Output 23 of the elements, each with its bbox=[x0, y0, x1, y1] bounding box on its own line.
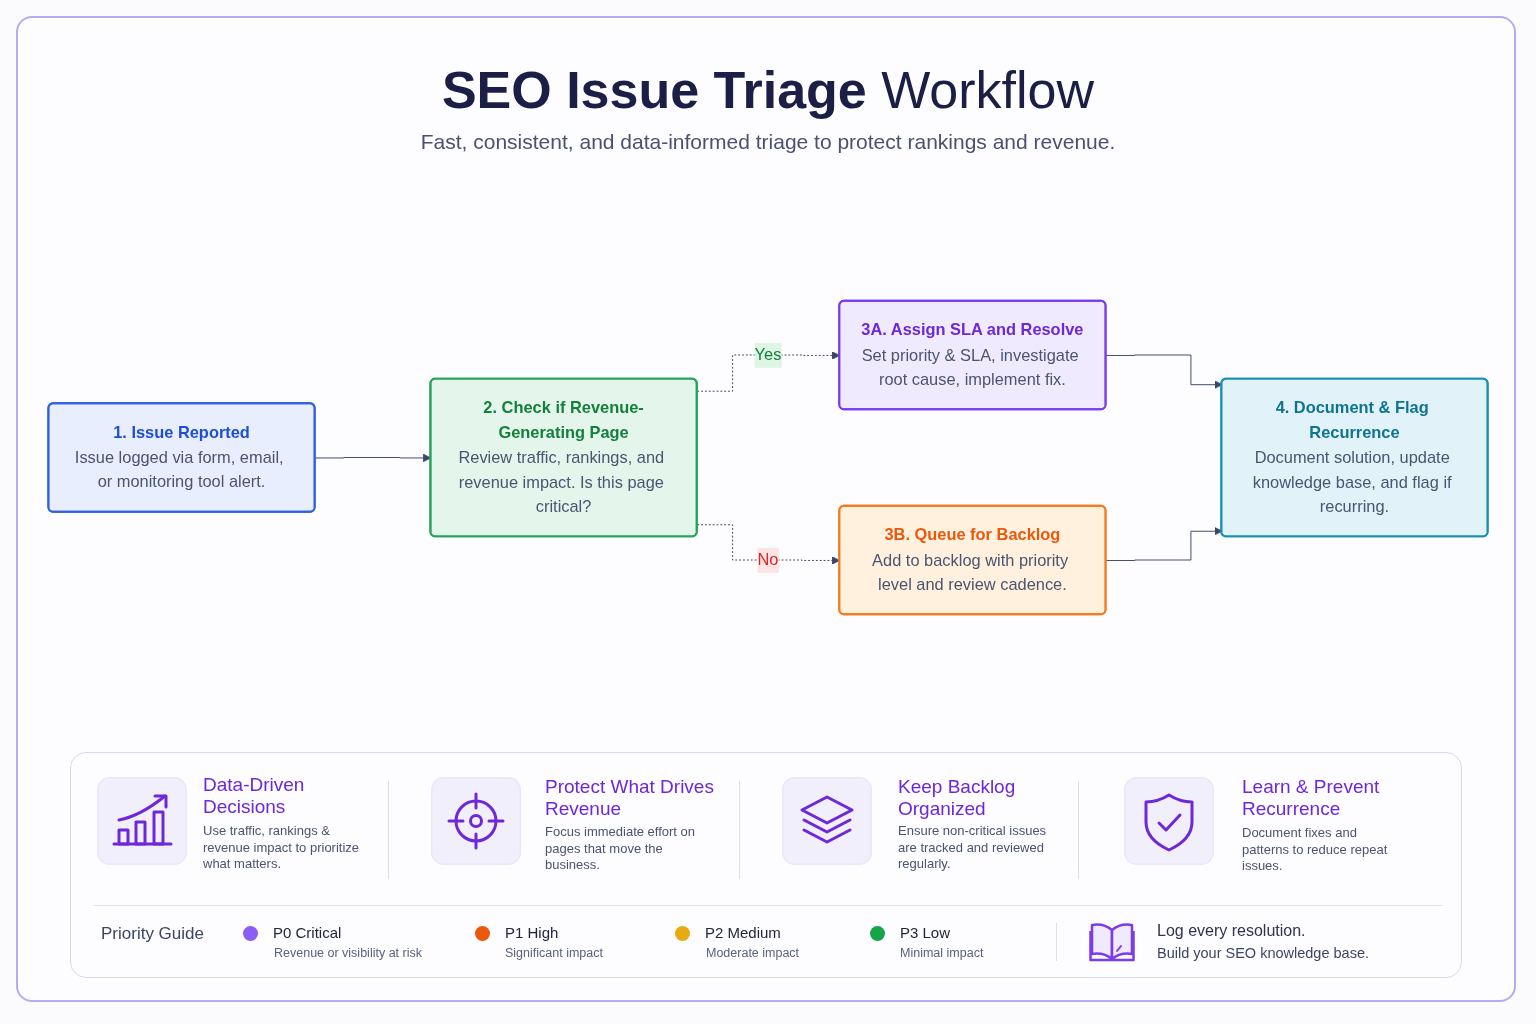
priority-guide-heading: Priority Guide bbox=[101, 923, 205, 945]
card-heading: Protect What Drives Revenue bbox=[545, 776, 715, 820]
edge-label: No bbox=[757, 550, 779, 569]
legend-description: Moderate impact bbox=[706, 945, 800, 961]
edge-label: Yes bbox=[754, 345, 782, 364]
legend-label: P1 High bbox=[505, 924, 559, 942]
legend-description: Minimal impact bbox=[900, 945, 984, 961]
legend-label: P2 Medium bbox=[705, 924, 781, 942]
legend-description: Revenue or visibility at risk bbox=[274, 945, 422, 961]
note-text: Log every resolution. bbox=[1157, 921, 1306, 941]
card-heading: Keep Backlog Organized bbox=[898, 776, 1017, 820]
card-description: Focus immediate effort on pages that move the business. bbox=[545, 824, 697, 874]
legend-label: P3 Low bbox=[900, 924, 951, 942]
legend-description: Significant impact bbox=[505, 945, 603, 961]
note-text: Build your SEO knowledge base. bbox=[1157, 944, 1369, 962]
card-heading: Data-Driven Decisions bbox=[203, 774, 306, 818]
card-description: Use traffic, rankings & revenue impact to prioritize what matters. bbox=[203, 823, 361, 873]
card-description: Ensure non-critical issues are tracked and reviewed regularly. bbox=[898, 823, 1048, 873]
card-heading: Learn & Prevent Recurrence bbox=[1242, 776, 1381, 820]
title: SEO Issue Triage Workflow bbox=[441, 60, 1095, 121]
legend-label: P0 Critical bbox=[273, 924, 342, 942]
card-description: Document fixes and patterns to reduce repeat issues. bbox=[1242, 825, 1389, 875]
subtitle: Fast, consistent, and data-informed triage to protect rankings and revenue. bbox=[420, 130, 1116, 153]
